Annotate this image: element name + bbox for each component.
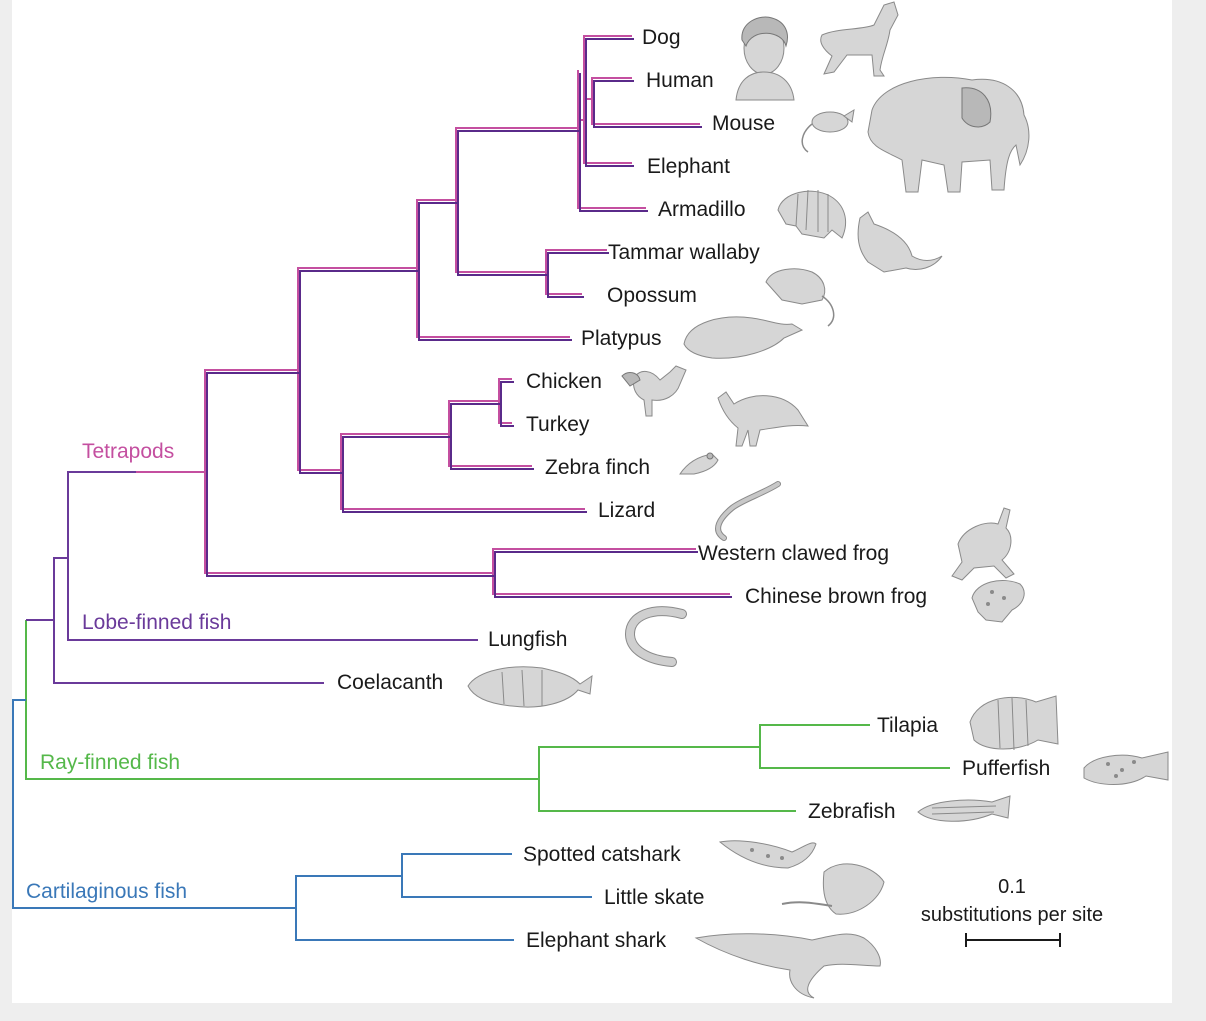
lobe-finned-branches xyxy=(53,471,478,684)
taxon-label-armadillo: Armadillo xyxy=(658,198,746,221)
group-label-lobe-finned: Lobe-finned fish xyxy=(82,611,231,634)
taxon-label-tilapia: Tilapia xyxy=(877,714,938,737)
scale-bar-value: 0.1 xyxy=(998,876,1026,898)
western-clawed-frog-illustration xyxy=(951,507,1015,581)
taxon-label-spotted-catshark: Spotted catshark xyxy=(523,843,681,866)
armadillo-illustration xyxy=(777,189,846,239)
pufferfish-illustration xyxy=(1083,751,1169,785)
group-labels: Tetrapods Lobe-finned fish Ray-finned fi… xyxy=(26,440,231,903)
cartilaginous-branches xyxy=(12,699,592,941)
group-label-tetrapods: Tetrapods xyxy=(82,440,174,463)
elephant-illustration xyxy=(867,76,1030,193)
catshark-illustration xyxy=(718,840,817,869)
scale-bar-unit: substitutions per site xyxy=(921,904,1103,926)
group-label-cartilaginous: Cartilaginous fish xyxy=(26,880,187,903)
taxon-label-elephant-shark: Elephant shark xyxy=(526,929,667,952)
taxon-label-turkey: Turkey xyxy=(526,413,590,436)
taxon-label-human: Human xyxy=(646,69,714,92)
platypus-illustration xyxy=(683,316,804,359)
lungfish-illustration xyxy=(624,606,687,667)
tilapia-illustration xyxy=(969,695,1059,751)
taxon-label-zebrafish: Zebrafish xyxy=(808,800,896,823)
taxon-label-chicken: Chicken xyxy=(526,370,602,393)
taxon-label-western-clawed-frog: Western clawed frog xyxy=(698,542,889,565)
taxon-label-opossum: Opossum xyxy=(607,284,697,307)
skate-illustration xyxy=(781,863,885,915)
human-portrait xyxy=(735,16,795,101)
dog-illustration xyxy=(820,1,899,77)
illustrations xyxy=(467,1,1169,999)
taxon-label-mouse: Mouse xyxy=(712,112,775,135)
taxon-label-little-skate: Little skate xyxy=(604,886,704,909)
taxon-label-lungfish: Lungfish xyxy=(488,628,567,651)
mouse-illustration xyxy=(801,109,855,153)
phylogenetic-tree-figure: Tetrapods Lobe-finned fish Ray-finned fi… xyxy=(12,0,1172,1003)
chicken-illustration xyxy=(621,365,687,417)
zebrafish-illustration xyxy=(917,795,1011,822)
turkey-illustration xyxy=(717,391,809,447)
taxon-label-chinese-brown-frog: Chinese brown frog xyxy=(745,585,927,608)
taxon-label-platypus: Platypus xyxy=(581,327,662,350)
chinese-brown-frog-illustration xyxy=(971,580,1025,623)
taxon-label-coelacanth: Coelacanth xyxy=(337,671,443,694)
wallaby-illustration xyxy=(857,211,943,273)
lizard-illustration xyxy=(715,481,781,541)
scale-bar-line xyxy=(965,933,1061,947)
zebra-finch-illustration xyxy=(679,452,719,475)
taxon-label-lizard: Lizard xyxy=(598,499,655,522)
ray-finned-branches xyxy=(25,619,950,812)
taxon-label-pufferfish: Pufferfish xyxy=(962,757,1050,780)
tetrapod-branches-purple xyxy=(206,38,732,598)
taxon-label-tammar-wallaby: Tammar wallaby xyxy=(608,241,760,264)
coelacanth-illustration xyxy=(467,666,593,708)
taxon-label-elephant: Elephant xyxy=(647,155,730,178)
taxon-label-dog: Dog xyxy=(642,26,681,49)
phylogenetic-tree: Tetrapods Lobe-finned fish Ray-finned fi… xyxy=(12,1,1169,999)
taxon-label-zebra-finch: Zebra finch xyxy=(545,456,650,479)
taxon-labels: Dog Human Mouse Elephant Armadillo Tamma… xyxy=(337,26,1050,952)
scale-bar: 0.1 substitutions per site xyxy=(921,876,1103,947)
elephant-shark-illustration xyxy=(694,933,881,999)
group-label-ray-finned: Ray-finned fish xyxy=(40,751,180,774)
opossum-illustration xyxy=(765,268,835,327)
